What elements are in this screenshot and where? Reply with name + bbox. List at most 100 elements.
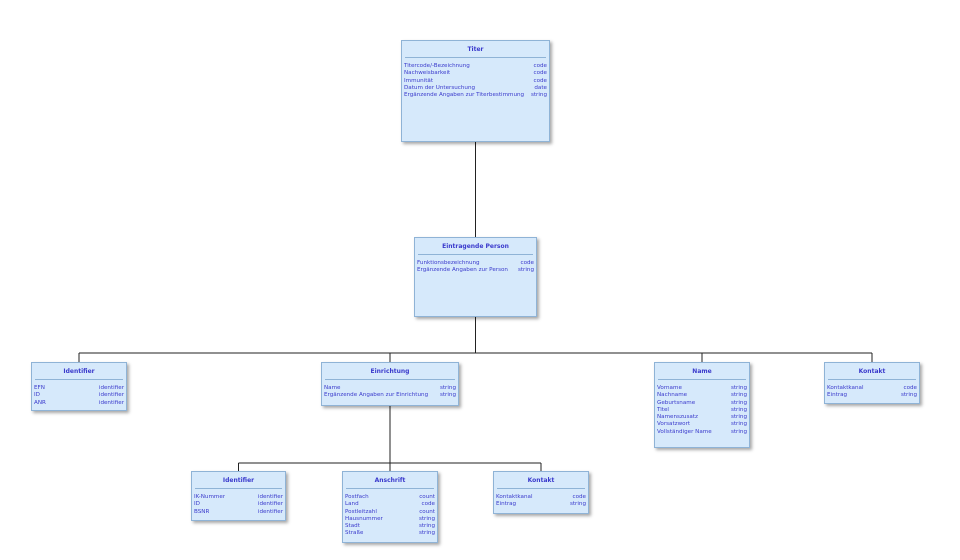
- attribute-name: Postleitzahl: [345, 508, 377, 515]
- attribute-type: string: [900, 392, 917, 399]
- attribute-name: Vollständiger Name: [657, 428, 712, 435]
- attribute-name: Datum der Untersuchung: [404, 84, 476, 91]
- attribute-name: Immunität: [404, 77, 434, 84]
- attribute-name: Funktionsbezeichnung: [417, 260, 480, 266]
- attribute-row: Postleitzahl count: [345, 509, 435, 516]
- attribute-name: ANR: [34, 399, 46, 406]
- attribute-name: Titel: [657, 406, 669, 413]
- class-title: Identifier: [63, 368, 95, 375]
- attribute-name: Land: [345, 501, 359, 508]
- attribute-row: Namenszusatz string: [657, 414, 747, 421]
- attribute-row: Geburtsname string: [657, 400, 747, 407]
- attribute-row: Ergänzende Angaben zur Einrichtung string: [324, 392, 456, 399]
- attribute-name: Nachname: [657, 392, 688, 399]
- attribute-type: string: [439, 392, 456, 399]
- class-divider: [405, 57, 546, 58]
- attribute-name: ID: [194, 501, 200, 508]
- attribute-row: IK-Nummer identifier: [194, 494, 283, 501]
- class-divider: [828, 379, 916, 380]
- attribute-name: Eintrag: [496, 501, 517, 508]
- attribute-name: Eintrag: [827, 392, 848, 399]
- attribute-type: code: [533, 70, 548, 77]
- attribute-row: Land code: [345, 501, 435, 508]
- class-divider: [195, 488, 282, 489]
- attribute-name: IK-Nummer: [194, 494, 226, 500]
- attribute-name: Ergänzende Angaben zur Person: [417, 267, 508, 274]
- class-divider: [497, 488, 585, 489]
- attribute-type: count: [419, 494, 435, 500]
- attribute-type: identifier: [98, 392, 124, 399]
- attribute-row: Eintrag string: [496, 501, 586, 508]
- attribute-type: identifier: [257, 494, 283, 500]
- attribute-row: Ergänzende Angaben zur Person string: [417, 267, 534, 274]
- attribute-type: string: [730, 414, 747, 421]
- attribute-name: Ergänzende Angaben zur Einrichtung: [324, 392, 429, 399]
- attribute-type: count: [419, 508, 435, 515]
- attribute-type: string: [730, 428, 747, 435]
- attribute-type: string: [418, 523, 435, 530]
- attribute-name: Titercode/-Bezeichnung: [404, 63, 470, 69]
- attribute-name: ID: [34, 392, 40, 399]
- attribute-name: Hausnummer: [345, 515, 383, 522]
- attribute-name: Vorsatzwort: [657, 421, 691, 428]
- attribute-name: Nachweisbarkeit: [404, 70, 451, 77]
- attribute-type: identifier: [98, 385, 124, 391]
- attribute-type: identifier: [257, 508, 283, 515]
- attribute-row: Hausnummer string: [345, 516, 435, 523]
- attribute-type: string: [530, 92, 547, 99]
- attribute-name: Straße: [345, 530, 364, 537]
- attribute-name: Stadt: [345, 523, 360, 530]
- attribute-type: string: [418, 530, 435, 537]
- attribute-row: Eintrag string: [827, 392, 917, 399]
- attribute-name: EFN: [34, 385, 45, 391]
- attribute-name: Kontaktkanal: [496, 494, 533, 500]
- attribute-row: Straße string: [345, 530, 435, 537]
- attribute-name: Postfach: [345, 494, 369, 500]
- class-title: Name: [692, 368, 712, 375]
- attribute-type: string: [418, 515, 435, 522]
- attribute-type: identifier: [98, 399, 124, 406]
- attribute-name: Name: [324, 385, 341, 391]
- attribute-type: string: [439, 385, 456, 391]
- attribute-type: code: [533, 77, 548, 84]
- attribute-type: string: [569, 501, 586, 508]
- attribute-row: Nachweisbarkeit code: [404, 70, 547, 77]
- attribute-row: Postfach count: [345, 494, 435, 501]
- attribute-type: code: [520, 260, 535, 266]
- attribute-name: Geburtsname: [657, 399, 696, 406]
- attribute-row: Immunität code: [404, 78, 547, 85]
- attribute-type: string: [517, 267, 534, 274]
- attribute-row: Funktionsbezeichnung code: [417, 260, 534, 267]
- attribute-row: Name string: [324, 385, 456, 392]
- attribute-type: code: [903, 385, 918, 391]
- attribute-row: BSNR identifier: [194, 509, 283, 516]
- attribute-row: Stadt string: [345, 523, 435, 530]
- attribute-type: code: [421, 501, 436, 508]
- class-divider: [325, 379, 455, 380]
- attribute-row: Nachname string: [657, 392, 747, 399]
- class-divider: [35, 379, 123, 380]
- attribute-name: Namenszusatz: [657, 414, 698, 421]
- attribute-type: string: [730, 399, 747, 406]
- attribute-name: BSNR: [194, 508, 210, 515]
- class-title: Anschrift: [374, 477, 406, 484]
- attribute-type: string: [730, 392, 747, 399]
